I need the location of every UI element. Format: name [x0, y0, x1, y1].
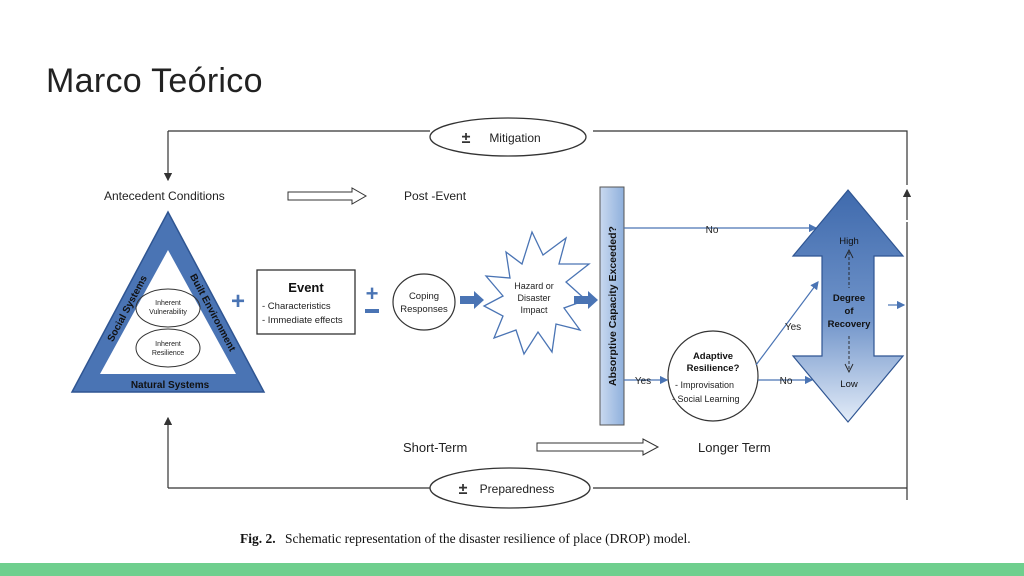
svg-text:Vulnerability: Vulnerability [149, 309, 187, 316]
event-box: Event - Characteristics - Immediate effe… [256, 269, 356, 335]
preparedness-node: ± Preparedness [429, 467, 591, 509]
absorptive-capacity-bar: Absorptive Capacity Exceeded? [599, 186, 625, 426]
no-right-label: No [780, 376, 793, 387]
plus-minus-icon: + [365, 281, 379, 313]
antecedent-label: Antecedent Conditions [104, 189, 225, 203]
yes-path-right [755, 281, 819, 366]
svg-text:Event: Event [288, 280, 324, 295]
svg-text:Absorptive Capacity Exceeded?: Absorptive Capacity Exceeded? [607, 226, 619, 386]
coping-responses-node: Coping Responses [392, 273, 456, 331]
timeline-arrow-bottom [536, 438, 660, 456]
yes-right-label: Yes [785, 322, 801, 333]
svg-text:- Social Learning: - Social Learning [672, 394, 740, 404]
svg-text:- Characteristics: - Characteristics [262, 301, 331, 312]
timeline-arrow-top [287, 187, 368, 205]
natural-systems-label: Natural Systems [131, 380, 210, 391]
svg-text:- Immediate effects: - Immediate effects [262, 315, 343, 326]
degree-of-recovery-arrow: High Degree of Recovery Low [791, 189, 905, 423]
longer-term-label: Longer Term [698, 440, 771, 455]
feedback-loop [163, 130, 912, 500]
plus-icon: + [231, 288, 245, 315]
short-term-label: Short-Term [403, 440, 467, 455]
caption-text: Schematic representation of the disaster… [285, 531, 691, 546]
svg-text:+: + [366, 281, 379, 306]
svg-text:of: of [845, 306, 855, 317]
svg-text:High: High [839, 236, 859, 247]
plus-minus-icon: ± [459, 481, 468, 498]
plus-minus-icon: ± [462, 130, 471, 147]
arrow-coping-to-hazard [460, 291, 484, 309]
svg-text:Resilience?: Resilience? [687, 363, 740, 374]
arrow-hazard-to-absorptive [574, 291, 598, 309]
figure-caption: Fig. 2. Schematic representation of the … [240, 531, 691, 546]
svg-text:Coping: Coping [409, 291, 439, 302]
svg-text:Inherent: Inherent [155, 341, 181, 348]
bottom-accent-bar [0, 563, 1024, 576]
adaptive-resilience-node: Adaptive Resilience? - Improvisation - S… [667, 330, 759, 422]
post-event-label: Post -Event [404, 189, 467, 203]
svg-text:Recovery: Recovery [828, 319, 871, 330]
mitigation-node: ± Mitigation [429, 117, 587, 157]
svg-text:Low: Low [840, 379, 858, 390]
hazard-impact-node: Hazard or Disaster Impact [482, 230, 591, 356]
svg-text:- Improvisation: - Improvisation [675, 380, 734, 390]
svg-text:Inherent: Inherent [155, 300, 181, 307]
mitigation-label: Mitigation [489, 131, 540, 145]
preparedness-label: Preparedness [480, 482, 555, 496]
svg-text:Responses: Responses [400, 304, 448, 315]
slide-title: Marco Teórico [46, 62, 263, 100]
svg-text:Impact: Impact [520, 305, 548, 315]
caption-prefix: Fig. 2. [240, 531, 276, 546]
svg-text:Hazard or: Hazard or [514, 281, 554, 291]
svg-text:Adaptive: Adaptive [693, 351, 733, 362]
svg-text:Resilience: Resilience [152, 350, 184, 357]
yes-left-label: Yes [635, 376, 651, 387]
svg-text:Degree: Degree [833, 293, 865, 304]
no-top-label: No [706, 225, 719, 236]
svg-text:Disaster: Disaster [517, 293, 550, 303]
